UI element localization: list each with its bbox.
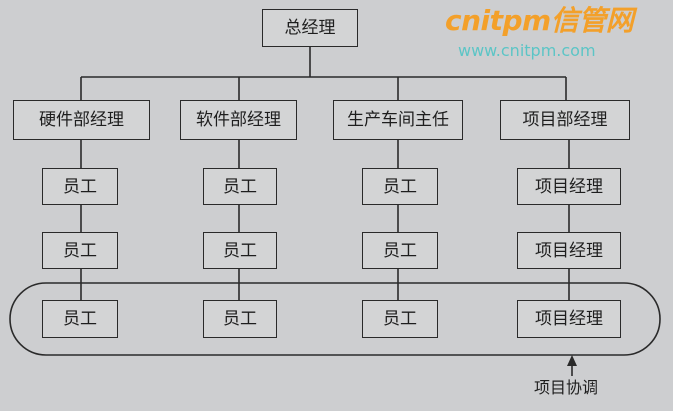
employee-box: 员工 [42, 168, 118, 205]
manager-box-software: 软件部经理 [180, 100, 297, 140]
employee-box: 员工 [362, 300, 438, 338]
employee-box: 员工 [362, 232, 438, 269]
arrow-up-icon [567, 355, 577, 366]
watermark-logo: cnitpm信管网 [445, 4, 634, 37]
general-manager-box: 总经理 [262, 9, 358, 47]
manager-box-project: 项目部经理 [500, 100, 630, 140]
employee-box: 员工 [203, 232, 277, 269]
employee-box: 员工 [203, 300, 277, 338]
project-manager-box: 项目经理 [517, 232, 621, 269]
coordination-label: 项目协调 [534, 378, 599, 397]
employee-box: 员工 [203, 168, 277, 205]
employee-box: 员工 [42, 232, 118, 269]
project-manager-box: 项目经理 [517, 168, 621, 205]
project-manager-box: 项目经理 [517, 300, 621, 338]
manager-box-hardware: 硬件部经理 [13, 100, 150, 140]
coordination-capsule [9, 282, 661, 356]
employee-box: 员工 [42, 300, 118, 338]
watermark-url: www.cnitpm.com [458, 41, 596, 60]
manager-box-production: 生产车间主任 [333, 100, 463, 140]
employee-box: 员工 [362, 168, 438, 205]
